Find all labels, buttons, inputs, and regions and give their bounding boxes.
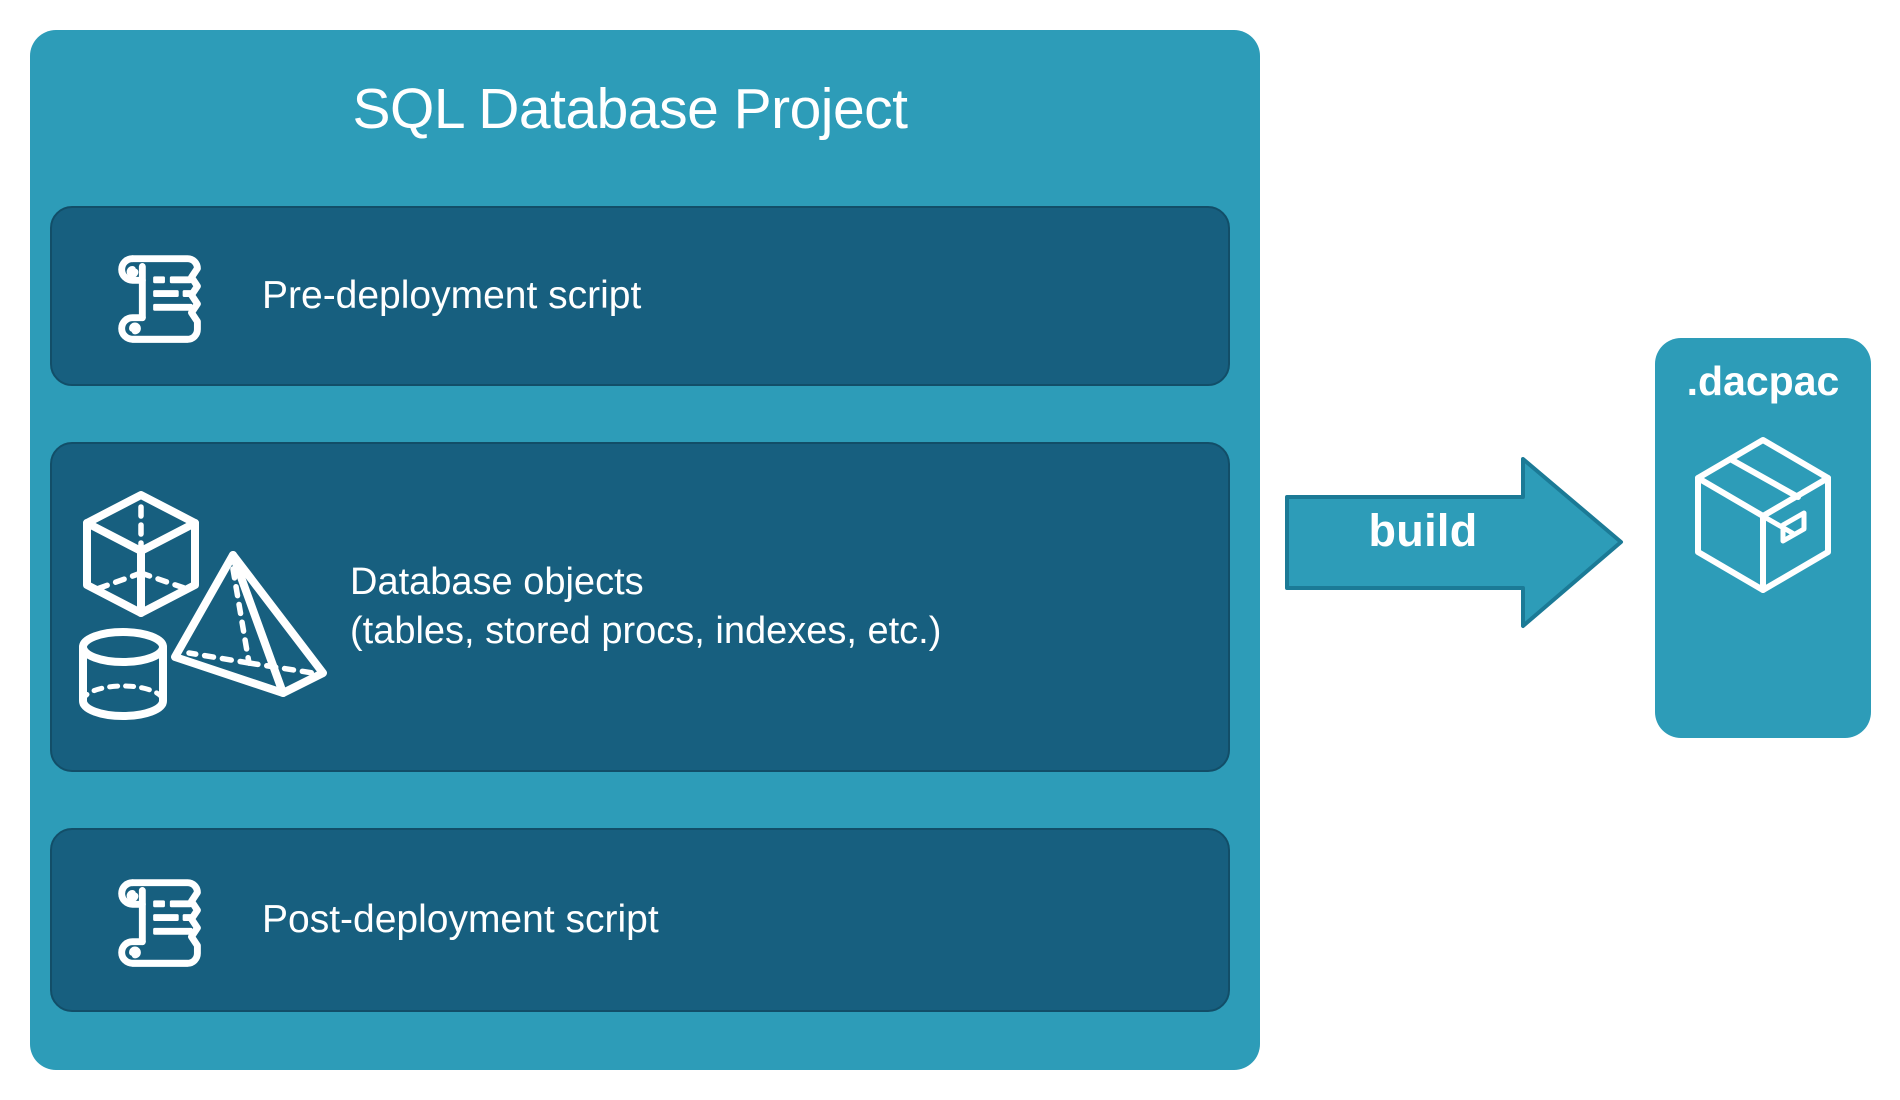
panel-pre-deployment-label: Pre-deployment script [262, 274, 642, 318]
sql-database-project-card: SQL Database Project [30, 30, 1260, 1070]
scroll-icon [62, 237, 262, 355]
build-arrow [1285, 455, 1625, 630]
project-title: SQL Database Project [352, 77, 908, 141]
package-box-icon [1688, 430, 1838, 600]
panel-pre-deployment[interactable]: Pre-deployment script [50, 206, 1230, 386]
pyramid-icon [171, 551, 327, 697]
build-arrow-label: build [1368, 505, 1478, 556]
panel-post-deployment[interactable]: Post-deployment script [50, 828, 1230, 1012]
panel-database-objects-label: Database objects (tables, stored procs, … [350, 561, 942, 652]
shapes-icon [60, 477, 350, 737]
scroll-icon [62, 861, 262, 979]
cylinder-icon [79, 628, 167, 720]
panel-post-deployment-label: Post-deployment script [262, 898, 659, 942]
panel-database-objects[interactable]: Database objects (tables, stored procs, … [50, 442, 1230, 772]
dacpac-output-card: .dacpac [1655, 338, 1871, 738]
dacpac-title: .dacpac [1686, 358, 1840, 404]
